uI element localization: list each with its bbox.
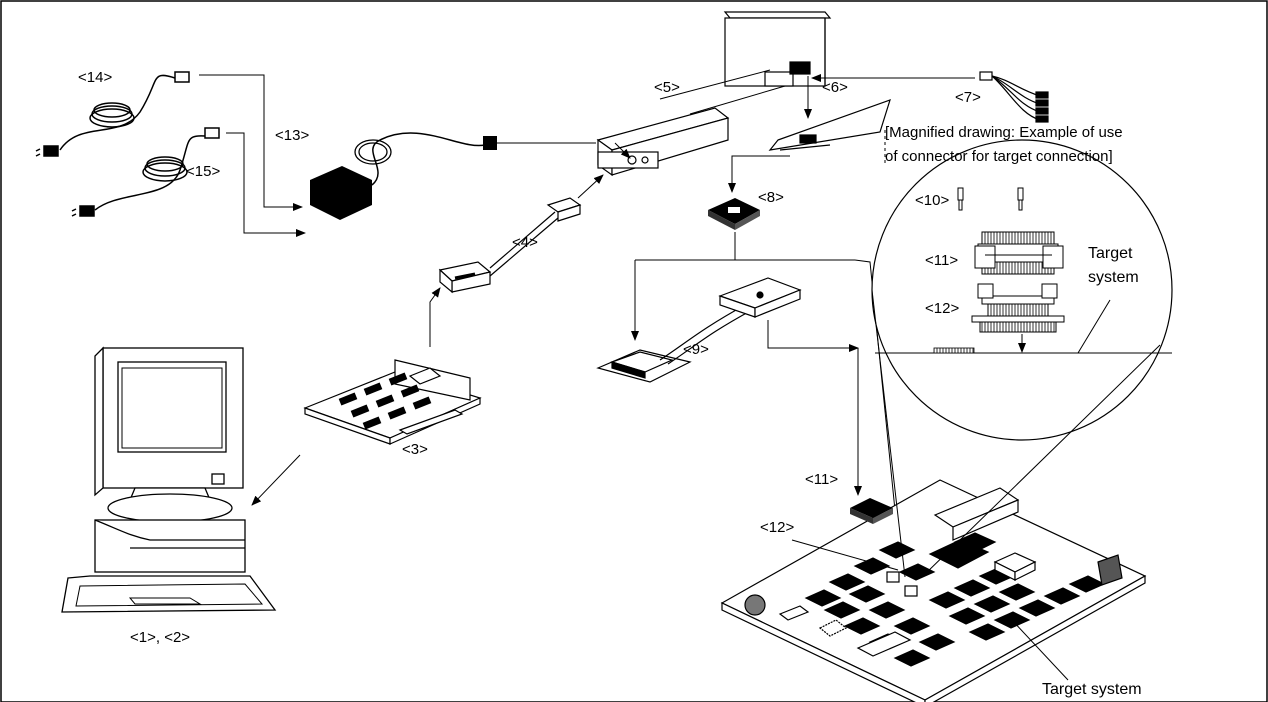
label-6: <6> bbox=[822, 79, 848, 96]
label-4: <4> bbox=[512, 234, 538, 251]
label-7: <7> bbox=[955, 89, 981, 106]
arrow-board-to-cable bbox=[429, 287, 441, 347]
label-3: <3> bbox=[402, 441, 428, 458]
arrow-adapter-to-unit bbox=[614, 142, 631, 159]
socket-11-board bbox=[850, 498, 893, 524]
check-pin-cable-7 bbox=[979, 71, 1049, 123]
target-system-label: Target system bbox=[1042, 681, 1142, 698]
target-inset-line2: system bbox=[1088, 269, 1139, 286]
label-11-inset: <11> bbox=[925, 252, 958, 269]
emulator-unit-5 bbox=[596, 69, 786, 177]
emulator-upper-box bbox=[723, 11, 832, 87]
magnified-caption-line2: of connector for target connection] bbox=[885, 148, 1113, 165]
label-13: <13> bbox=[275, 127, 309, 144]
exchange-adapter-8 bbox=[708, 198, 760, 230]
host-pc-1-2 bbox=[61, 346, 277, 613]
label-11-board: <11> bbox=[805, 471, 838, 488]
label-12-board: <12> bbox=[760, 519, 794, 536]
leader-target-main bbox=[1009, 617, 1069, 681]
leader-12 bbox=[791, 539, 899, 571]
label-15: <15> bbox=[186, 163, 220, 180]
ac-adapter-13 bbox=[310, 132, 596, 220]
label-9: <9> bbox=[683, 341, 709, 358]
target-board bbox=[720, 479, 1147, 702]
pc-interface-board-3 bbox=[303, 359, 482, 445]
flexible-cable-9 bbox=[596, 277, 802, 383]
arrow-9-to-target bbox=[767, 320, 859, 352]
target-inset-line1: Target bbox=[1088, 245, 1133, 262]
magnified-caption-line1: [Magnified drawing: Example of use bbox=[885, 124, 1123, 141]
label-12-inset: <12> bbox=[925, 300, 959, 317]
power-routing-lines bbox=[199, 74, 306, 237]
branch-lines-8 bbox=[631, 232, 901, 561]
power-cable-14 bbox=[35, 71, 190, 157]
arrow-board-to-pc bbox=[251, 454, 301, 506]
label-10: <10> bbox=[915, 192, 949, 209]
label-8: <8> bbox=[758, 189, 784, 206]
pc-interface-cable-4 bbox=[438, 197, 582, 294]
probe-board-6 bbox=[768, 99, 891, 165]
label-14: <14> bbox=[78, 69, 112, 86]
arrow-probe-to-8 bbox=[728, 155, 790, 193]
label-1-2: <1>, <2> bbox=[130, 629, 190, 646]
magnified-view bbox=[871, 139, 1173, 578]
arrow-cable-to-unit bbox=[577, 174, 604, 199]
power-cable-15 bbox=[71, 127, 220, 217]
label-5: <5> bbox=[654, 79, 680, 96]
